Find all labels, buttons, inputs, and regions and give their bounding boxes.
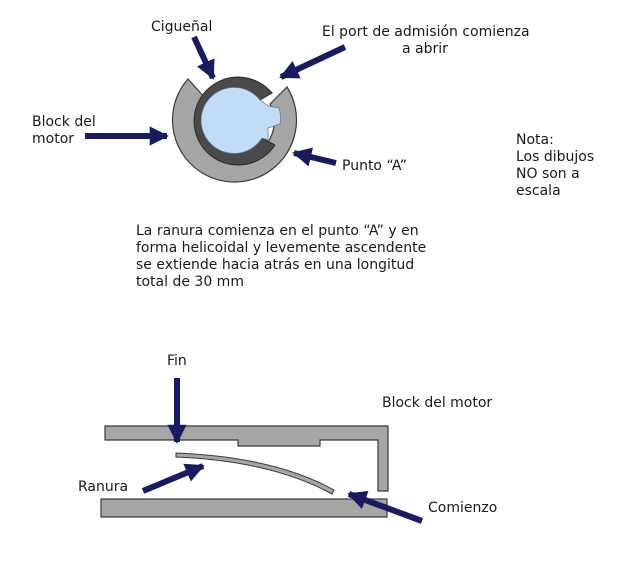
crankshaft-arrow: [191, 35, 216, 80]
crankshaft-label: Cigueñal: [151, 19, 213, 35]
start-label: Comienzo: [428, 500, 498, 516]
note-line3: NO son a: [516, 166, 580, 182]
point-a-arrow: [292, 147, 337, 167]
intake-port-arrow: [279, 44, 347, 80]
description-line3: se extiende hacia atrás en una longitud: [136, 257, 415, 273]
intake-port-label-line1: El port de admisión comienza: [322, 24, 530, 40]
description-line1: La ranura comienza en el punto “A” y en: [136, 223, 419, 239]
start-arrow: [347, 490, 424, 524]
note-line1: Nota:: [516, 132, 554, 148]
engine-block-label-line1: Block del: [32, 114, 96, 130]
note-line4: escala: [516, 183, 561, 199]
point-a-label: Punto “A”: [342, 158, 407, 174]
slot-curve: [175, 452, 335, 495]
intake-port-label-line2: a abrir: [402, 41, 448, 57]
engine-block-label-line2: motor: [32, 131, 75, 147]
slot-arrow: [141, 463, 205, 494]
crankshaft-core: [200, 87, 281, 154]
block-upper-wall: [104, 425, 389, 492]
description-line2: forma helicoidal y levemente ascendente: [136, 240, 427, 256]
description-line4: total de 30 mm: [136, 274, 244, 290]
block-lower-wall: [100, 498, 388, 518]
slot-label: Ranura: [78, 479, 129, 495]
engine-block-label-bottom: Block del motor: [382, 395, 493, 411]
end-label: Fin: [167, 353, 187, 369]
note-line2: Los dibujos: [516, 149, 595, 165]
